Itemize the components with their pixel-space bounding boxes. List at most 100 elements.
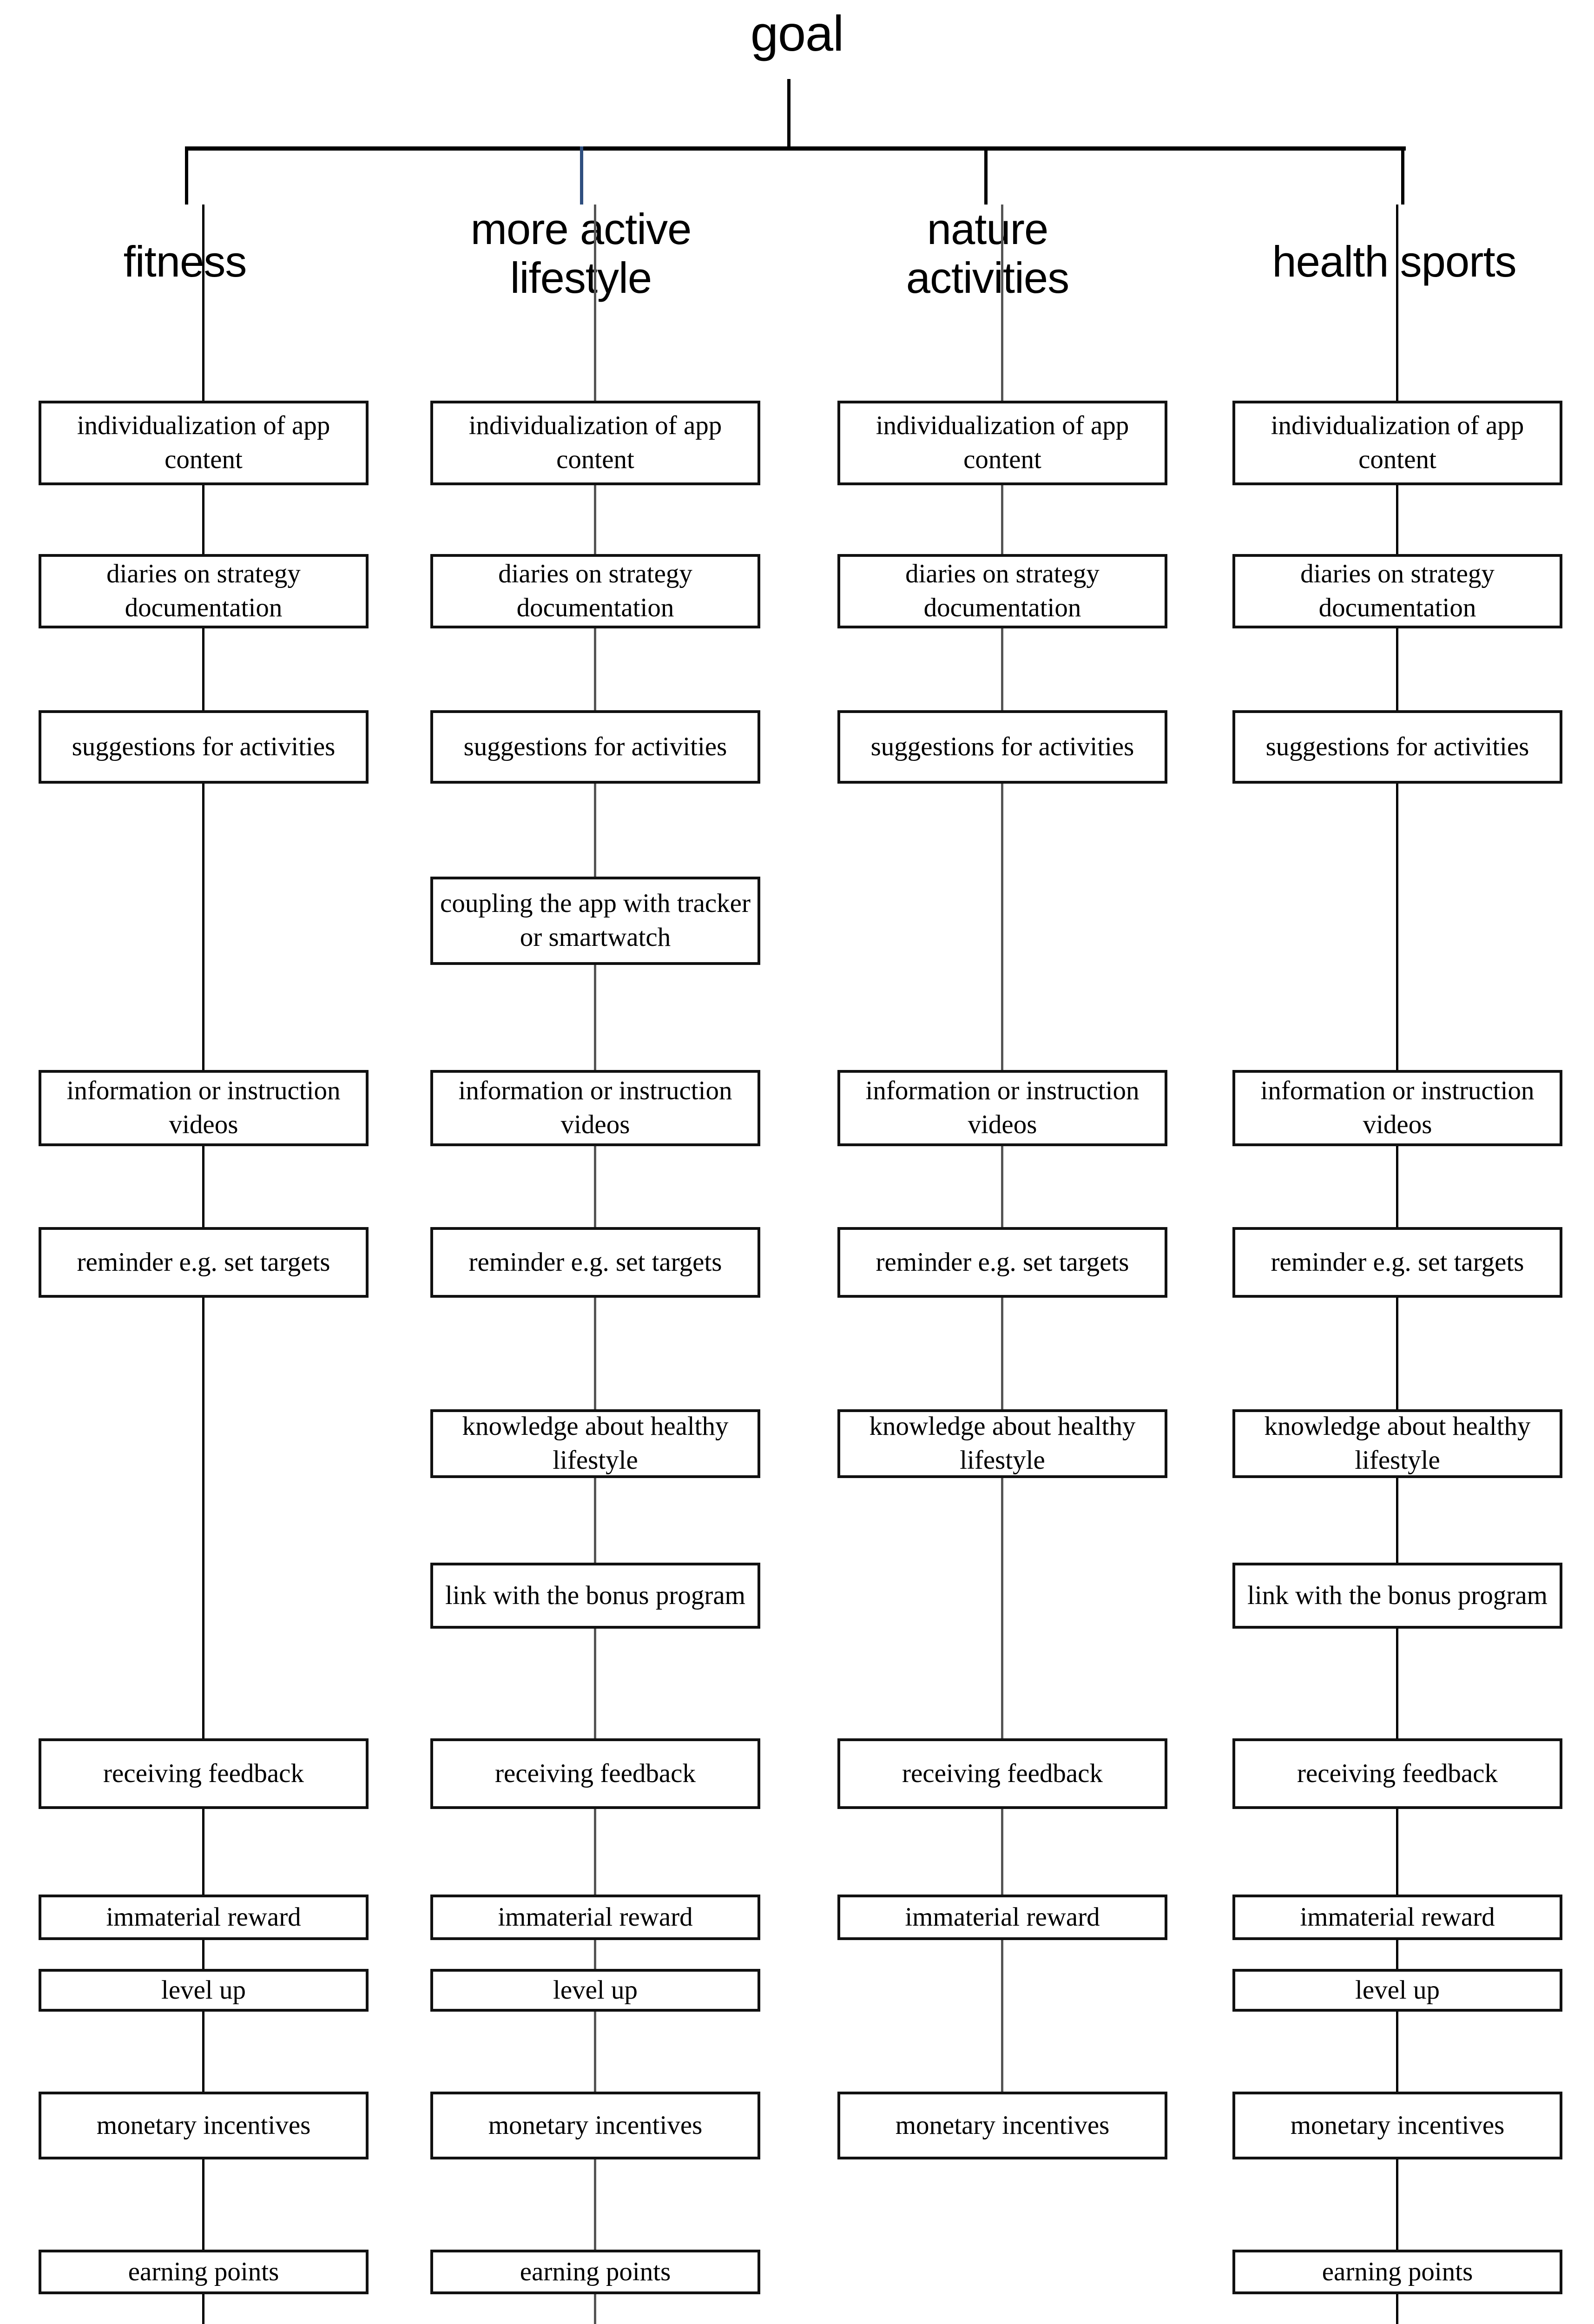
connector-line: [594, 965, 596, 1070]
node-more-active-lifestyle-monetary-incentives[interactable]: monetary incentives: [430, 2092, 760, 2159]
node-more-active-lifestyle-coupling-the-app-with-tracker-or-smartwatch[interactable]: coupling the app with tracker or smartwa…: [430, 877, 760, 965]
connector-line: [202, 205, 204, 401]
node-more-active-lifestyle-reminder-e-g-set-targets[interactable]: reminder e.g. set targets: [430, 1227, 760, 1298]
node-label: diaries on strategy documentation: [106, 559, 301, 622]
node-more-active-lifestyle-diaries-on-strategy-documentation[interactable]: diaries on strategy documentation: [430, 554, 760, 628]
connector-line: [594, 1298, 596, 1409]
node-label: suggestions for activities: [72, 732, 336, 761]
node-fitness-suggestions-for-activities[interactable]: suggestions for activities: [39, 710, 369, 784]
connector-line: [594, 628, 596, 710]
node-label: information or instruction videos: [865, 1076, 1140, 1139]
node-label: link with the bonus program: [1247, 1580, 1548, 1610]
node-health-sports-reminder-e-g-set-targets[interactable]: reminder e.g. set targets: [1232, 1227, 1562, 1298]
node-fitness-individualization-of-app-content[interactable]: individualization of app content: [39, 401, 369, 485]
column-header-nature-activities: nature activities: [855, 205, 1120, 303]
node-fitness-reminder-e-g-set-targets[interactable]: reminder e.g. set targets: [39, 1227, 369, 1298]
node-more-active-lifestyle-level-up[interactable]: level up: [430, 1969, 760, 2012]
node-label: receiving feedback: [103, 1758, 304, 1788]
node-label: suggestions for activities: [870, 732, 1134, 761]
node-label: diaries on strategy documentation: [498, 559, 692, 622]
node-label: level up: [1355, 1975, 1440, 2005]
node-health-sports-diaries-on-strategy-documentation[interactable]: diaries on strategy documentation: [1232, 554, 1562, 628]
node-health-sports-monetary-incentives[interactable]: monetary incentives: [1232, 2092, 1562, 2159]
connector-line: [202, 784, 204, 1070]
node-more-active-lifestyle-information-or-instruction-videos[interactable]: information or instruction videos: [430, 1070, 760, 1146]
node-label: earning points: [128, 2257, 279, 2286]
connector-line: [594, 1940, 596, 1969]
node-fitness-information-or-instruction-videos[interactable]: information or instruction videos: [39, 1070, 369, 1146]
connector-line: [202, 2012, 204, 2092]
node-more-active-lifestyle-knowledge-about-healthy-lifestyle[interactable]: knowledge about healthy lifestyle: [430, 1409, 760, 1478]
column-header-fitness: fitness: [41, 237, 329, 286]
node-fitness-receiving-feedback[interactable]: receiving feedback: [39, 1738, 369, 1809]
node-nature-activities-immaterial-reward[interactable]: immaterial reward: [837, 1895, 1167, 1940]
node-nature-activities-diaries-on-strategy-documentation[interactable]: diaries on strategy documentation: [837, 554, 1167, 628]
node-health-sports-suggestions-for-activities[interactable]: suggestions for activities: [1232, 710, 1562, 784]
connector-line: [594, 205, 596, 401]
node-fitness-earning-points[interactable]: earning points: [39, 2250, 369, 2294]
node-nature-activities-receiving-feedback[interactable]: receiving feedback: [837, 1738, 1167, 1809]
connector-line: [202, 2294, 204, 2324]
column-header-more-active-lifestyle: more active lifestyle: [432, 205, 730, 303]
node-fitness-level-up[interactable]: level up: [39, 1969, 369, 2012]
node-label: knowledge about healthy lifestyle: [462, 1412, 729, 1475]
node-health-sports-earning-points[interactable]: earning points: [1232, 2250, 1562, 2294]
node-label: monetary incentives: [1290, 2110, 1505, 2140]
branch-drop-fitness: [185, 146, 188, 205]
node-label: immaterial reward: [106, 1902, 301, 1932]
connector-line: [202, 1298, 204, 1738]
node-label: individualization of app content: [468, 411, 722, 474]
root-trunk-connector: [787, 79, 790, 149]
node-label: information or instruction videos: [458, 1076, 732, 1139]
node-nature-activities-reminder-e-g-set-targets[interactable]: reminder e.g. set targets: [837, 1227, 1167, 1298]
connector-line: [594, 485, 596, 554]
column-header-label: fitness: [123, 237, 247, 286]
node-health-sports-knowledge-about-healthy-lifestyle[interactable]: knowledge about healthy lifestyle: [1232, 1409, 1562, 1478]
node-fitness-immaterial-reward[interactable]: immaterial reward: [39, 1895, 369, 1940]
node-label: receiving feedback: [495, 1758, 696, 1788]
node-label: level up: [553, 1975, 638, 2005]
node-nature-activities-individualization-of-app-content[interactable]: individualization of app content: [837, 401, 1167, 485]
connector-line: [1396, 1146, 1398, 1227]
node-more-active-lifestyle-immaterial-reward[interactable]: immaterial reward: [430, 1895, 760, 1940]
root-node-goal: goal: [750, 5, 844, 61]
node-label: information or instruction videos: [66, 1076, 341, 1139]
connector-line: [1001, 485, 1003, 554]
connector-line: [1001, 1146, 1003, 1227]
node-label: reminder e.g. set targets: [77, 1247, 330, 1277]
connector-line: [594, 1629, 596, 1738]
node-label: receiving feedback: [902, 1758, 1103, 1788]
node-more-active-lifestyle-suggestions-for-activities[interactable]: suggestions for activities: [430, 710, 760, 784]
node-label: diaries on strategy documentation: [905, 559, 1100, 622]
node-health-sports-individualization-of-app-content[interactable]: individualization of app content: [1232, 401, 1562, 485]
node-more-active-lifestyle-individualization-of-app-content[interactable]: individualization of app content: [430, 401, 760, 485]
connector-line: [1396, 1478, 1398, 1563]
connector-line: [1001, 784, 1003, 1070]
connector-line: [594, 2294, 596, 2324]
connector-line: [1396, 1940, 1398, 1969]
node-health-sports-receiving-feedback[interactable]: receiving feedback: [1232, 1738, 1562, 1809]
node-more-active-lifestyle-earning-points[interactable]: earning points: [430, 2250, 760, 2294]
connector-line: [594, 1478, 596, 1563]
node-nature-activities-suggestions-for-activities[interactable]: suggestions for activities: [837, 710, 1167, 784]
node-health-sports-information-or-instruction-videos[interactable]: information or instruction videos: [1232, 1070, 1562, 1146]
node-health-sports-level-up[interactable]: level up: [1232, 1969, 1562, 2012]
connector-line: [1396, 205, 1398, 401]
connector-line: [1396, 784, 1398, 1070]
node-nature-activities-monetary-incentives[interactable]: monetary incentives: [837, 2092, 1167, 2159]
connector-line: [594, 1146, 596, 1227]
node-health-sports-immaterial-reward[interactable]: immaterial reward: [1232, 1895, 1562, 1940]
connector-line: [1001, 628, 1003, 710]
node-label: monetary incentives: [96, 2110, 311, 2140]
node-nature-activities-information-or-instruction-videos[interactable]: information or instruction videos: [837, 1070, 1167, 1146]
node-fitness-diaries-on-strategy-documentation[interactable]: diaries on strategy documentation: [39, 554, 369, 628]
connector-line: [202, 628, 204, 710]
node-nature-activities-knowledge-about-healthy-lifestyle[interactable]: knowledge about healthy lifestyle: [837, 1409, 1167, 1478]
connector-line: [1396, 1629, 1398, 1738]
node-more-active-lifestyle-receiving-feedback[interactable]: receiving feedback: [430, 1738, 760, 1809]
node-label: individualization of app content: [1271, 411, 1524, 474]
node-health-sports-link-with-the-bonus-program[interactable]: link with the bonus program: [1232, 1563, 1562, 1629]
node-fitness-monetary-incentives[interactable]: monetary incentives: [39, 2092, 369, 2159]
connector-line: [1396, 628, 1398, 710]
node-more-active-lifestyle-link-with-the-bonus-program[interactable]: link with the bonus program: [430, 1563, 760, 1629]
